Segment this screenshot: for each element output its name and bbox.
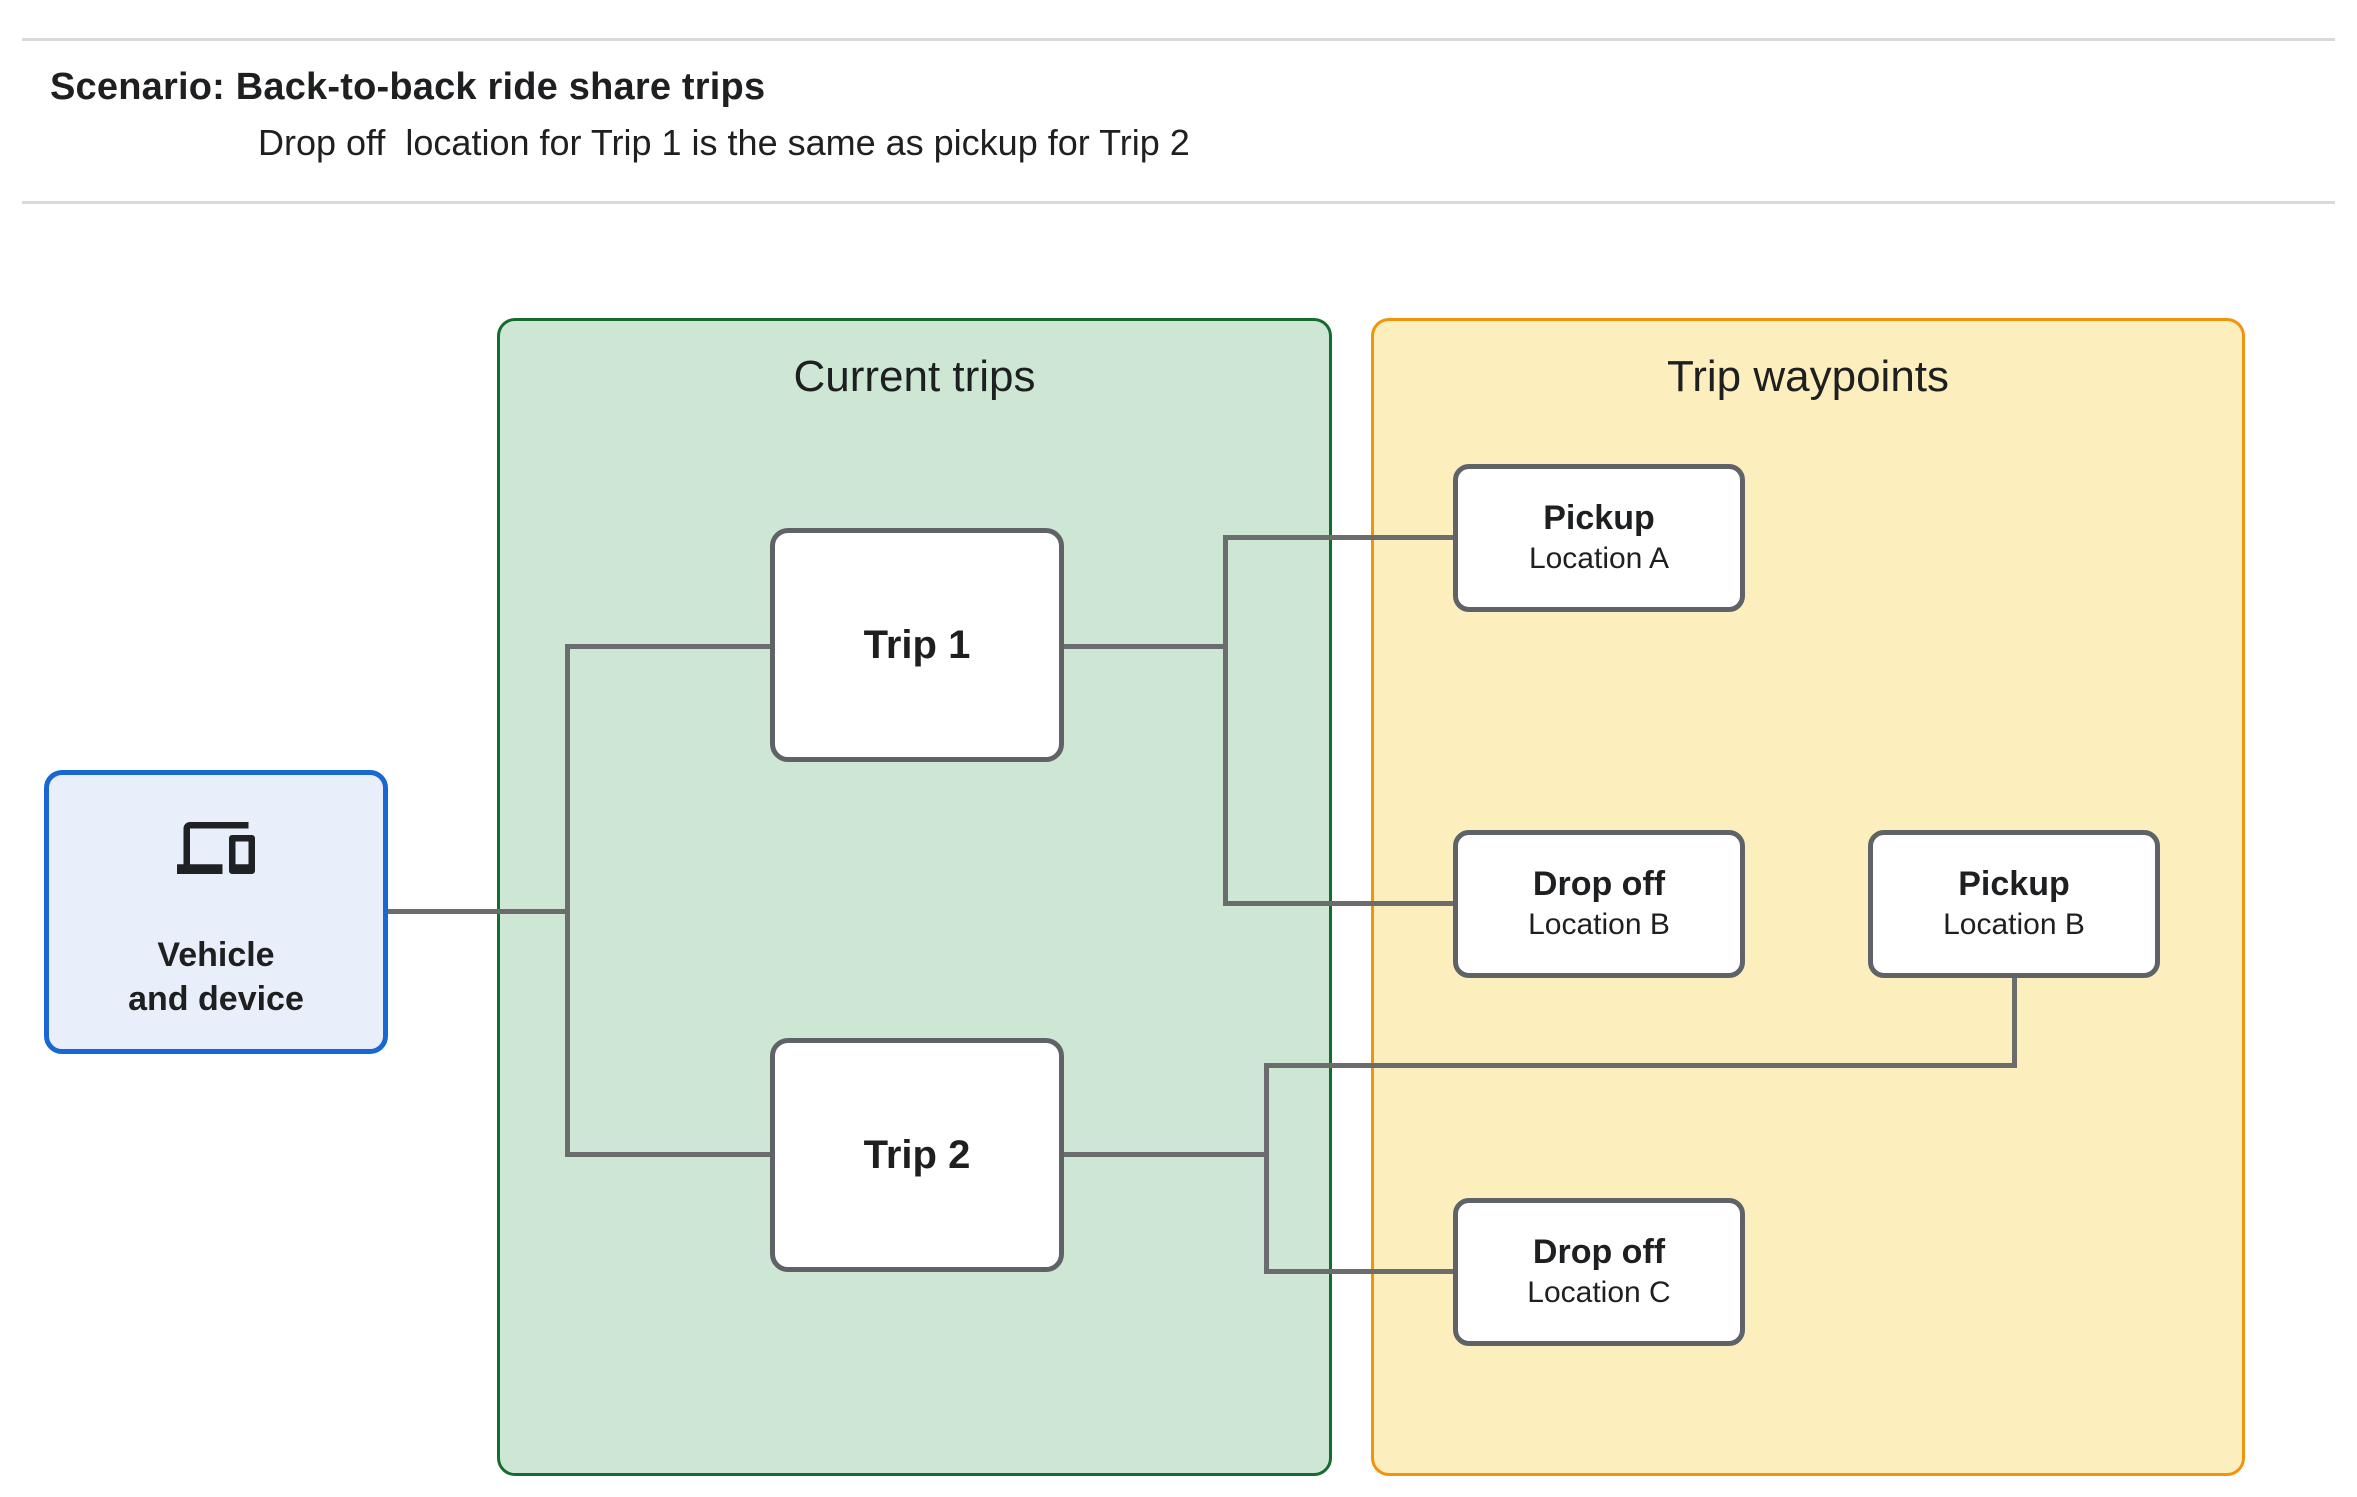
trip2-label: Trip 2 (863, 1132, 971, 1177)
waypoint-pickup-b-type: Pickup (1958, 865, 2070, 903)
trip2-node: Trip 2 (770, 1038, 1064, 1272)
header-divider-top (22, 38, 2335, 41)
waypoint-pickup-a-type: Pickup (1543, 499, 1655, 537)
connector-trip2-out (1064, 1152, 1269, 1157)
waypoint-dropoff-c-type: Drop off (1532, 1233, 1666, 1271)
waypoint-pickup-b: Pickup Location B (1868, 830, 2160, 978)
connector-to-pickup-a (1223, 535, 1453, 540)
connector-trip1-out (1064, 644, 1228, 649)
vehicle-label-line1: Vehicle (157, 936, 275, 974)
devices-icon (177, 809, 255, 887)
scenario-subtitle: Drop off location for Trip 1 is the same… (258, 122, 1190, 163)
connector-to-trip1 (565, 644, 770, 649)
current-trips-group: Current trips (497, 318, 1332, 1476)
waypoint-dropoff-b: Drop off Location B (1453, 830, 1745, 978)
vehicle-label-line2: and device (128, 980, 304, 1018)
connector-trip2-split (1264, 1063, 1269, 1274)
vehicle-node: Vehicle and device (44, 770, 388, 1054)
waypoint-dropoff-c-location: Location C (1527, 1276, 1671, 1309)
connector-pickup-b-drop (2012, 975, 2017, 1068)
waypoint-dropoff-b-type: Drop off (1532, 865, 1666, 903)
trip1-label: Trip 1 (863, 622, 971, 667)
connector-vehicle-main (388, 909, 570, 914)
trip-waypoints-title: Trip waypoints (1666, 352, 1950, 401)
waypoint-pickup-a-location: Location A (1528, 542, 1670, 575)
connector-trip1-split (1223, 535, 1228, 906)
connector-trips-branch (565, 644, 570, 1157)
current-trips-title: Current trips (793, 352, 1036, 401)
trip1-node: Trip 1 (770, 528, 1064, 762)
scenario-title: Scenario: Back-to-back ride share trips (50, 66, 766, 108)
waypoint-pickup-a: Pickup Location A (1453, 464, 1745, 612)
header-divider-bottom (22, 201, 2335, 204)
waypoint-dropoff-b-location: Location B (1528, 908, 1670, 941)
connector-to-dropoff-b (1223, 901, 1453, 906)
waypoint-dropoff-c: Drop off Location C (1453, 1198, 1745, 1346)
vehicle-label: Vehicle and device (49, 933, 383, 1021)
waypoint-pickup-b-location: Location B (1943, 908, 2085, 941)
connector-to-trip2 (565, 1152, 770, 1157)
connector-to-pickup-b (1264, 1063, 2017, 1068)
connector-to-dropoff-c (1264, 1269, 1453, 1274)
